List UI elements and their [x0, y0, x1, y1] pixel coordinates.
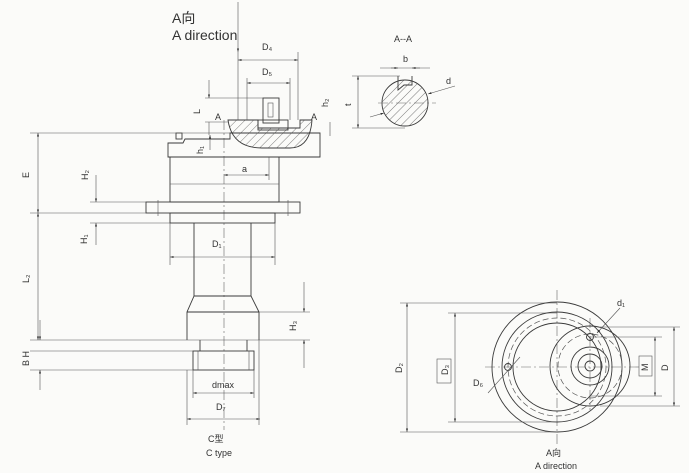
dim-D3: D₃ [440, 365, 450, 375]
mounting-flange [145, 201, 301, 214]
dim-H3: H₃ [288, 321, 298, 331]
dim-t: t [343, 103, 353, 106]
main-view: D₄ D₅ L A A h₂ h₁ a E H₂ H₁ D₁ L₂ H₃ B H… [21, 42, 331, 458]
dim-D5: D₅ [262, 67, 272, 77]
caption-cn: C型 [208, 434, 224, 444]
dim-b: b [403, 54, 408, 64]
title-cn: A向 [172, 10, 195, 26]
dim-D: D [660, 364, 670, 371]
section-mark-left: A [215, 112, 221, 122]
hatched-hub [227, 119, 313, 149]
section-mark-right: A [311, 112, 317, 122]
dim-dmax: dmax [212, 380, 235, 390]
end-view: D₂ D₃ D₆ d₁ M D A向 A direction [394, 290, 680, 471]
dim-D7: D₇ [216, 402, 226, 412]
dim-d: d [446, 76, 451, 86]
dim-h2: h₂ [320, 98, 330, 107]
dim-H2: H₂ [80, 170, 90, 180]
dim-E: E [21, 172, 31, 178]
end-caption-en: A direction [535, 461, 577, 471]
dim-D2: D₂ [394, 363, 404, 373]
dim-d1: d₁ [617, 298, 625, 308]
dim-M: M [640, 364, 650, 372]
section-title: A--A [394, 34, 412, 44]
title-en: A direction [172, 27, 237, 43]
caption-en: C type [206, 448, 232, 458]
dim-D6: D₆ [473, 378, 483, 388]
dim-H1: H₁ [79, 234, 89, 244]
dim-BH: B H [21, 351, 31, 366]
end-caption-cn: A向 [546, 447, 561, 458]
dim-D4: D₄ [262, 42, 272, 52]
dim-L: L [192, 109, 202, 114]
dim-h1: h₁ [195, 146, 205, 154]
dim-L2: L₂ [21, 274, 31, 283]
dim-D1: D₁ [212, 239, 222, 249]
view-direction-title: A向 A direction [172, 2, 240, 52]
section-view: A--A b t d [343, 34, 456, 129]
dim-a: a [242, 164, 247, 174]
